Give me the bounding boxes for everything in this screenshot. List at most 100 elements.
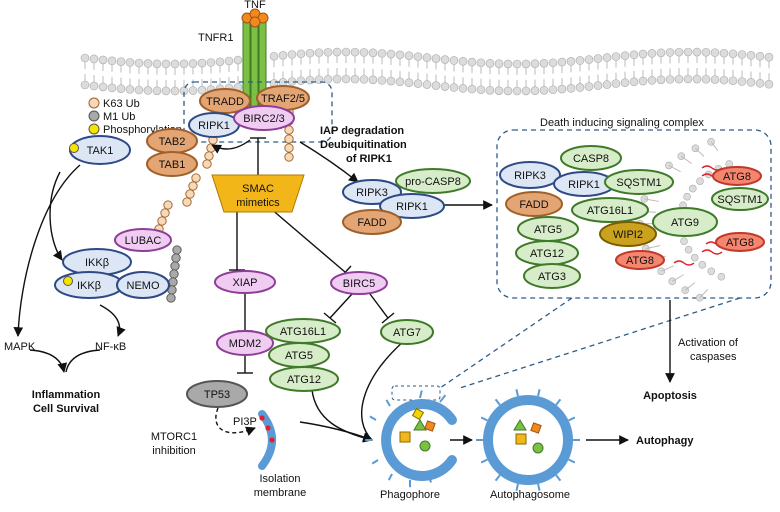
tnfr1-label: TNFR1 [198, 32, 233, 44]
tnf-label: TNF [244, 0, 266, 11]
phosphorylation-dot [64, 277, 73, 286]
disc-atg12-node-label: ATG12 [530, 248, 564, 260]
disc-atg9-node: ATG9 [653, 208, 717, 236]
mapk-label: MAPK [4, 341, 36, 353]
nfkb-label: NF-κB [95, 341, 126, 353]
disc-atg12-node: ATG12 [516, 241, 578, 265]
atg5-node-label: ATG5 [285, 350, 313, 362]
disc-fadd-node: FADD [506, 192, 562, 216]
tab2-node-label: TAB2 [159, 136, 186, 148]
mtorc1-line2: inhibition [152, 445, 195, 457]
disc-casp8-node-label: CASP8 [573, 153, 609, 165]
autophagy-label: Autophagy [636, 435, 694, 447]
iap-fadd-node-label: FADD [357, 217, 386, 229]
mdm2-node-label: MDM2 [229, 338, 261, 350]
disc-title: Death inducing signaling complex [540, 117, 704, 129]
atg16l1-node: ATG16L1 [266, 319, 340, 343]
disc-atg16l1-node: ATG16L1 [572, 198, 648, 222]
iap-ripk1-node-label: RIPK1 [396, 201, 428, 213]
tradd-node-label: TRADD [206, 96, 244, 108]
birc5-node: BIRC5 [331, 272, 387, 294]
disc-wipi2-node-label: WIPI2 [613, 229, 643, 241]
mtorc1-line1: MTORC1 [151, 431, 197, 443]
disc-sqstm1b-node: SQSTM1 [712, 188, 768, 210]
traf-node-label: TRAF2/5 [261, 93, 305, 105]
disc-atg8c-node-label: ATG8 [626, 255, 654, 267]
disc-sqstm1b-node-label: SQSTM1 [717, 194, 762, 206]
atg12-node-label: ATG12 [287, 374, 321, 386]
atg12-node: ATG12 [270, 367, 338, 391]
outcome-survival: Cell Survival [33, 403, 99, 415]
disc-ripk3-node: RIPK3 [500, 162, 560, 188]
tab1-node-label: TAB1 [159, 159, 186, 171]
disc-atg8c-node: ATG8 [616, 251, 664, 269]
tak1-node: TAK1 [70, 136, 130, 164]
autophagosome [476, 389, 580, 490]
disc-atg16l1-node-label: ATG16L1 [587, 205, 633, 217]
disc-ripk3-node-label: RIPK3 [514, 170, 546, 182]
mdm2-node: MDM2 [217, 331, 273, 355]
phosphorylation-dot [70, 144, 79, 153]
birc-node-label: BIRC2/3 [243, 113, 285, 125]
disc-sqstm1a-node-label: SQSTM1 [616, 177, 661, 189]
disc-atg8a-node-label: ATG8 [723, 171, 751, 183]
disc-atg8a-node: ATG8 [713, 167, 761, 185]
tp53-node: TP53 [187, 381, 247, 407]
iap-fadd-node: FADD [343, 210, 401, 234]
ripk1-node: RIPK1 [189, 113, 239, 137]
atg5-node: ATG5 [269, 343, 329, 367]
atg7-node: ATG7 [381, 320, 433, 344]
xiap-node: XIAP [215, 271, 275, 293]
plasma-membrane [81, 48, 773, 95]
isolation-line1: Isolation [260, 473, 301, 485]
iap-line1: IAP degradation [320, 125, 404, 137]
ikkb1-node: IKKβ [63, 249, 131, 275]
outcome-inflammation: Inflammation [32, 389, 101, 401]
lubac-node-label: LUBAC [125, 235, 162, 247]
legend-k63: K63 Ub [103, 98, 140, 110]
legend-m1: M1 Ub [103, 111, 135, 123]
activation-line2: caspases [690, 351, 737, 363]
activation-line1: Activation of [678, 337, 739, 349]
ikkb1-node-label: IKKβ [85, 257, 109, 269]
disc-atg3-node-label: ATG3 [538, 271, 566, 283]
iap-line2: Deubiquitination [320, 139, 407, 151]
atg16l1-node-label: ATG16L1 [280, 326, 326, 338]
apoptosis-label: Apoptosis [643, 390, 697, 402]
smac-line2: mimetics [236, 197, 280, 209]
tak1-node-label: TAK1 [87, 145, 114, 157]
pi3p-label: PI3P [233, 416, 257, 428]
iap-ripk3-node-label: RIPK3 [356, 187, 388, 199]
iap-line3: of RIPK1 [346, 153, 392, 165]
disc-atg5-node-label: ATG5 [534, 224, 562, 236]
birc5-node-label: BIRC5 [343, 278, 375, 290]
nemo-node-label: NEMO [127, 280, 160, 292]
iap-procasp8-node: pro-CASP8 [396, 169, 470, 193]
tp53-node-label: TP53 [204, 389, 230, 401]
disc-casp8-node: CASP8 [561, 146, 621, 170]
iap-procasp8-node-label: pro-CASP8 [405, 176, 461, 188]
tab1-node: TAB1 [147, 152, 197, 176]
ikkb2-node-label: IKKβ [77, 280, 101, 292]
disc-atg5-node: ATG5 [518, 217, 578, 241]
disc-atg9-node-label: ATG9 [671, 217, 699, 229]
disc-atg8b-node-label: ATG8 [726, 237, 754, 249]
phagophore-zoom-box [392, 386, 440, 400]
disc-atg3-node: ATG3 [524, 264, 580, 288]
tab2-node: TAB2 [147, 129, 197, 153]
nemo-node: NEMO [117, 272, 169, 298]
atg7-node-label: ATG7 [393, 327, 421, 339]
smac-line1: SMAC [242, 183, 274, 195]
disc-sqstm1a-node: SQSTM1 [605, 170, 673, 194]
zoom-line-left [440, 298, 572, 388]
phagophore [365, 390, 452, 487]
disc-wipi2-node: WIPI2 [600, 222, 656, 246]
xiap-node-label: XIAP [232, 277, 257, 289]
ripk1-node-label: RIPK1 [198, 120, 230, 132]
disc-atg8b-node: ATG8 [716, 233, 764, 251]
autophagosome-label: Autophagosome [490, 489, 570, 501]
isolation-line2: membrane [254, 487, 307, 499]
